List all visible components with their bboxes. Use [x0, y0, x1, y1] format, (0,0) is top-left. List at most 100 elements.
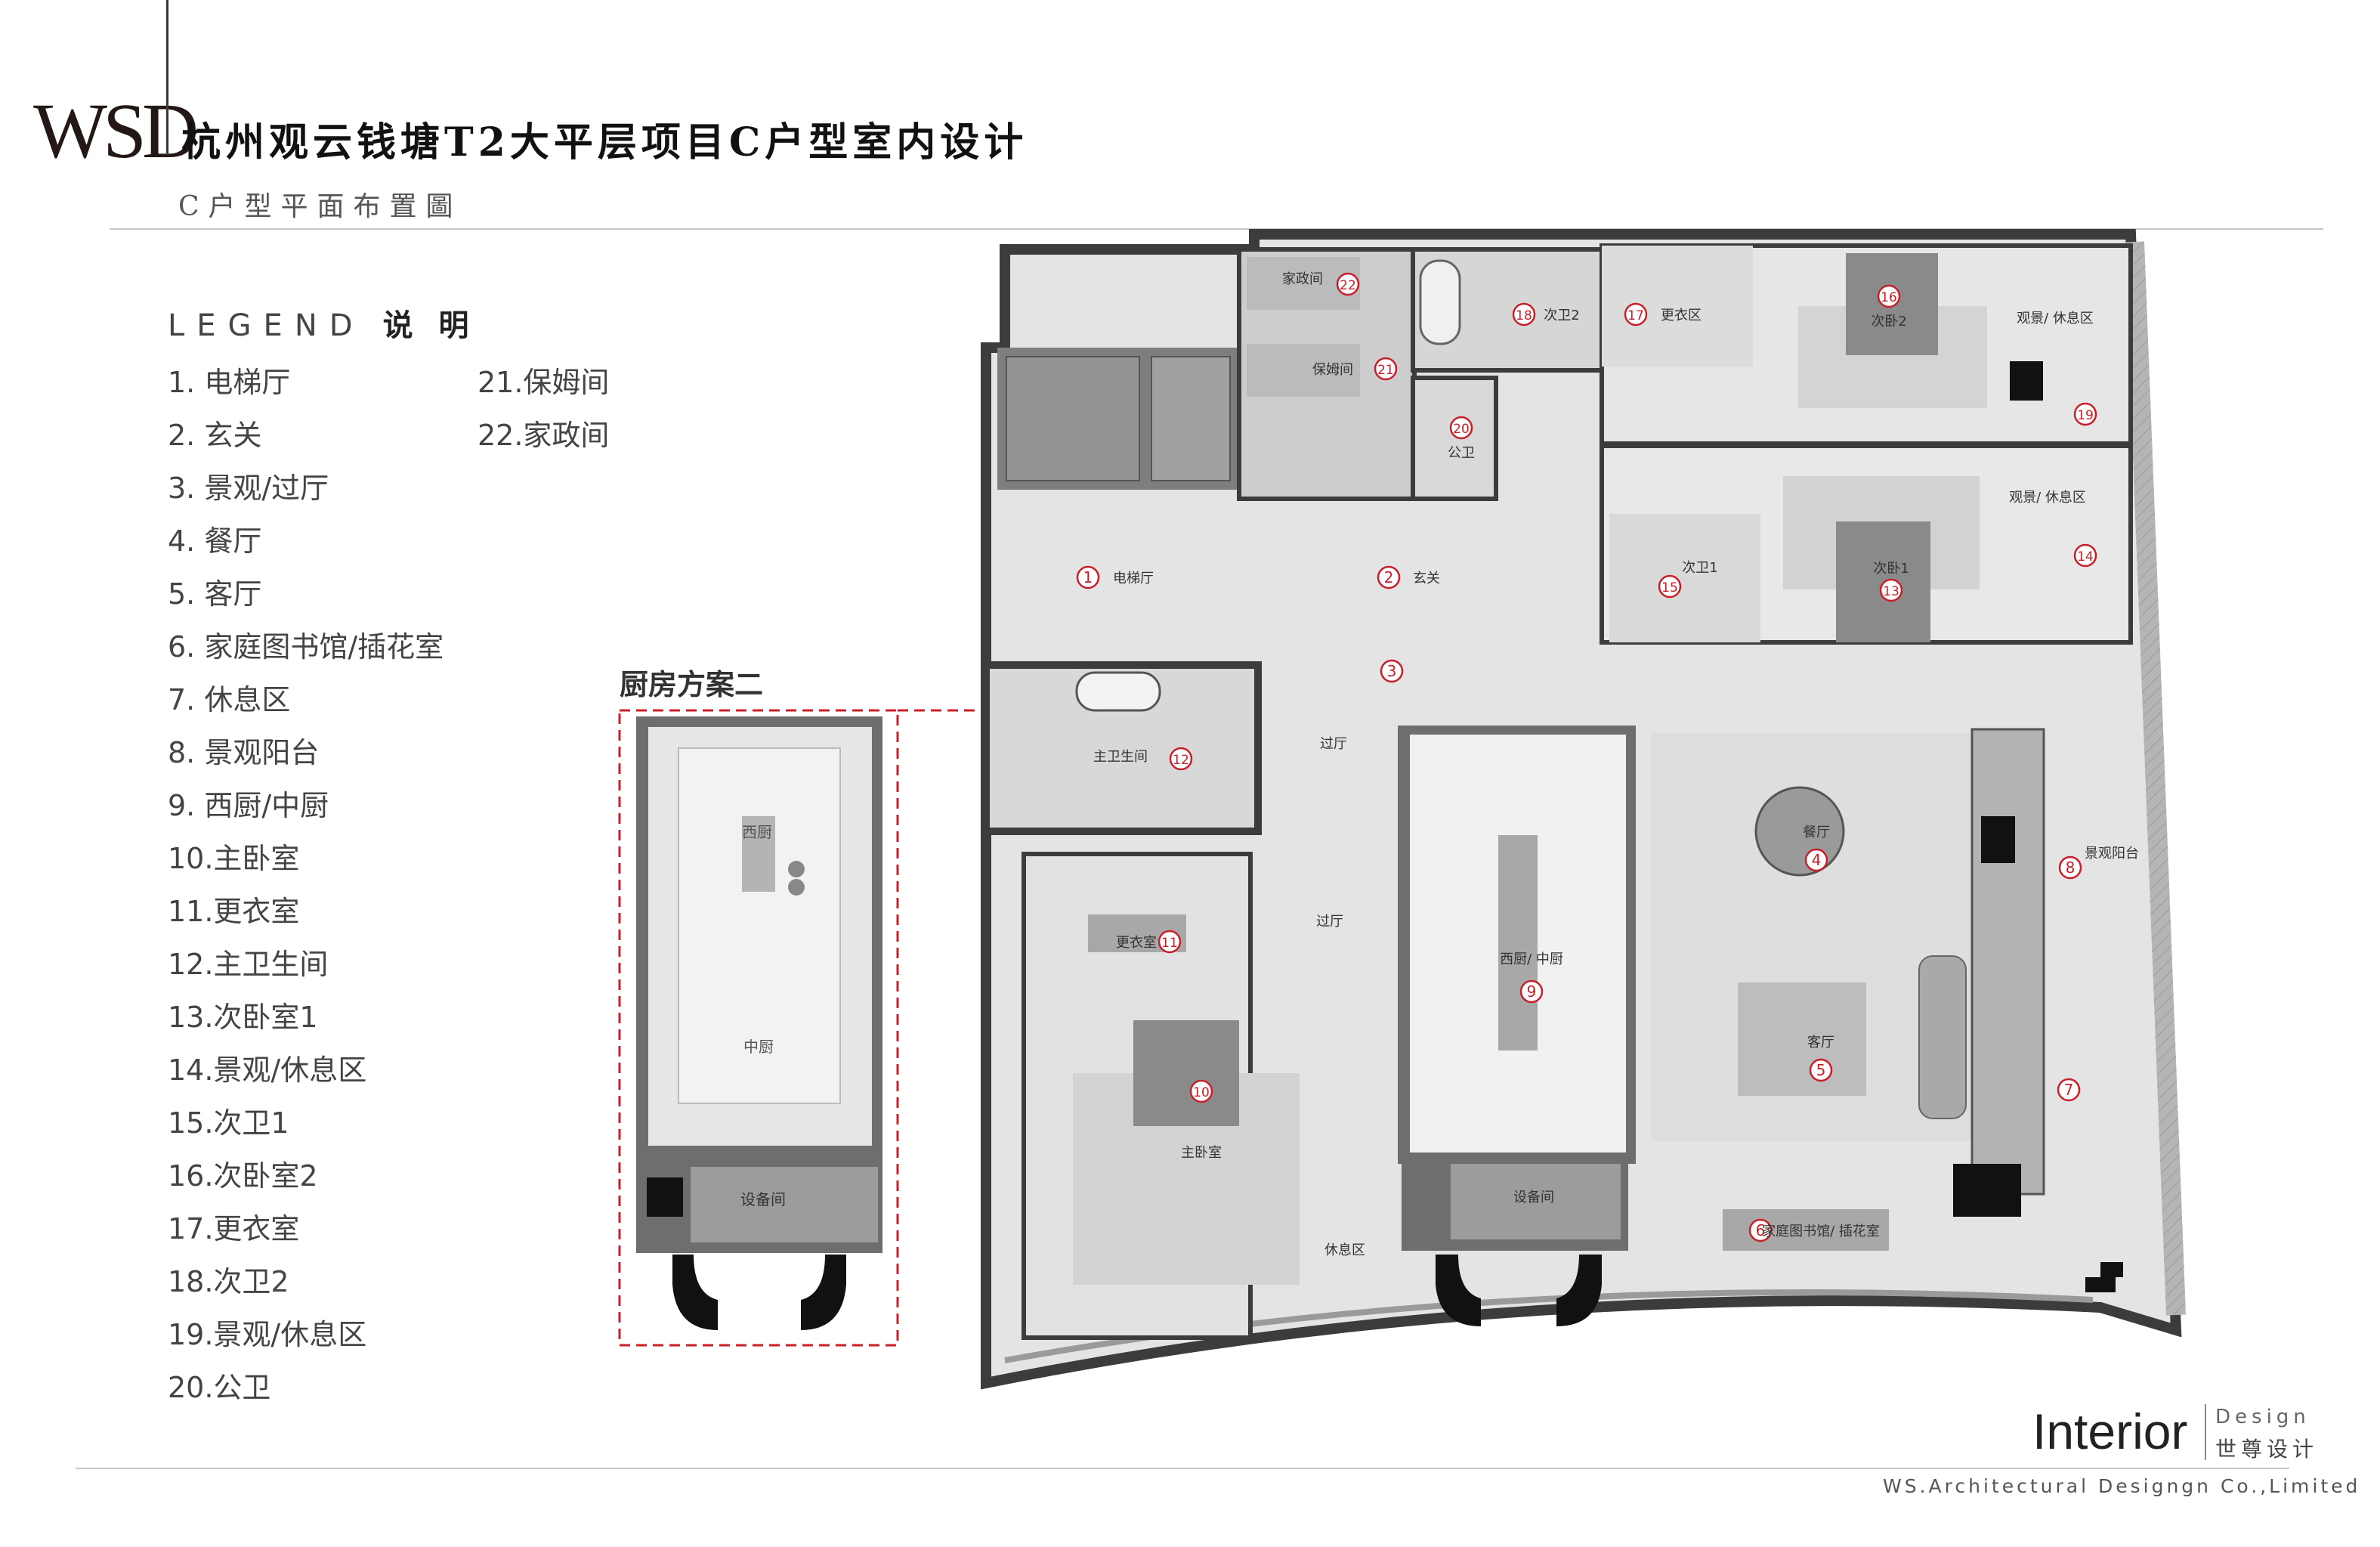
legend-heading: LEGEND 说 明 [168, 301, 477, 345]
room-number: 3 [1387, 662, 1397, 680]
legend-item: 1. 电梯厅 [168, 366, 291, 399]
kitchen-option-middle-label: 中厨 [743, 1038, 774, 1056]
kitchen-island [1498, 835, 1538, 1050]
room-number: 21 [1377, 363, 1394, 378]
brand-name: Interior [2032, 1403, 2188, 1459]
column-block [2010, 361, 2043, 401]
sofa [1918, 955, 1967, 1119]
kitchen-option-stool [788, 879, 805, 896]
column-block [1981, 816, 2015, 863]
corner-column [2085, 1262, 2123, 1292]
room-name: 观景/ 休息区 [2017, 311, 2094, 326]
legend-item: 11.更衣室 [168, 895, 300, 928]
room-number: 5 [1816, 1061, 1826, 1079]
room-number-marker [1076, 565, 1100, 589]
plan-label: 设备间 [1513, 1190, 1554, 1205]
east-facade-hatch [2125, 241, 2186, 1316]
plan-label: 休息区 [1324, 1242, 1365, 1258]
living-rug-table [1738, 982, 1866, 1096]
room-name: 观景/ 休息区 [2009, 490, 2086, 506]
room-number: 20 [1453, 422, 1470, 437]
page-subtitle: C户型平面布置圖 [178, 191, 462, 222]
kitchen-option-stool [788, 861, 805, 877]
room-name: 客厅 [1807, 1035, 1834, 1050]
company-name: WS.Architectural Designgn Co.,Limited [1883, 1475, 2361, 1497]
room-number: 9 [1527, 982, 1537, 1001]
room-number-marker [1512, 302, 1536, 326]
design-label-cn: 世尊设计 [2215, 1437, 2319, 1462]
kitchen-option-column [801, 1255, 846, 1330]
room-number-marker [1374, 357, 1398, 381]
kitchen-option-island [742, 816, 775, 892]
room-name: 次卫1 [1682, 560, 1717, 576]
room-number: 16 [1881, 290, 1897, 305]
legend-item: 5. 客厅 [168, 577, 262, 611]
legend-item: 20.公卫 [168, 1371, 271, 1404]
master-bed [1133, 1020, 1239, 1126]
legend-item: 21.保姆间 [478, 366, 610, 399]
room-number-marker [1380, 659, 1404, 683]
kitchen-option-label: 厨房方案二 [620, 668, 764, 701]
legend-title: LEGEND [168, 308, 365, 343]
bath-20 [1411, 376, 1498, 501]
room-number-marker [1748, 1218, 1773, 1242]
legend-item: 6. 家庭图书馆/插花室 [168, 630, 444, 664]
page-title: 杭州观云钱塘T2大平层项目C户型室内设计 [181, 119, 1028, 166]
dining-table [1754, 786, 1845, 877]
room-number: 4 [1812, 851, 1822, 869]
room-name: 更衣区 [1661, 308, 1702, 323]
room-number: 18 [1516, 308, 1532, 323]
room-number-marker [1877, 284, 1901, 308]
maid-room [1247, 344, 1360, 397]
room-number: 22 [1340, 278, 1356, 293]
room-name: 西厨/ 中厨 [1500, 951, 1563, 967]
room-number-marker [1377, 565, 1401, 589]
legend-item: 7. 休息区 [168, 683, 291, 716]
elevator-shaft [1006, 356, 1140, 481]
room-number-marker [1624, 302, 1648, 326]
room-number-marker [1189, 1079, 1213, 1103]
room-name: 公卫 [1448, 445, 1475, 461]
legend-item: 14.景观/休息区 [168, 1054, 367, 1087]
legend-item: 16.次卧室2 [168, 1159, 318, 1193]
kitchen-option-dashed-frame [618, 709, 899, 1347]
room-number-marker [2073, 543, 2097, 568]
kitchen-option-column [672, 1255, 718, 1330]
room-number: 13 [1883, 584, 1899, 599]
kitchen-option-equipment-label: 设备间 [740, 1190, 786, 1208]
room-number-marker [1879, 578, 1903, 602]
room-number-marker [2058, 855, 2082, 880]
kitchen-option-plan: 西厨 中厨 设备间 [618, 709, 899, 1347]
room-number: 8 [2066, 859, 2076, 877]
legend-item: 12.主卫生间 [168, 948, 329, 981]
column-block [1953, 1164, 2021, 1217]
kitchen-option-counter-zone [678, 747, 841, 1104]
room-number: 2 [1384, 568, 1394, 586]
column [1436, 1255, 1481, 1326]
room-number-marker [1158, 930, 1182, 954]
room-number-marker [1658, 574, 1682, 599]
room-name: 更衣室 [1116, 935, 1157, 951]
room-name: 电梯厅 [1113, 571, 1154, 586]
room-number-marker [2057, 1078, 2081, 1102]
stair-shaft [1151, 356, 1231, 481]
room-name: 次卧2 [1871, 314, 1906, 330]
room-number: 19 [2077, 408, 2094, 423]
room-number: 7 [2064, 1081, 2074, 1099]
equipment-room [1451, 1164, 1621, 1239]
room-name: 主卫生间 [1093, 749, 1148, 765]
bottom-rule [76, 1468, 2289, 1469]
legend-item: 17.更衣室 [168, 1212, 300, 1245]
room-number: 1 [1083, 568, 1093, 586]
header-divider [166, 0, 168, 155]
master-bathtub-icon [1075, 671, 1161, 712]
legend-item: 9. 西厨/中厨 [168, 789, 329, 822]
room-number: 10 [1193, 1085, 1210, 1100]
kitchen-option-west-label: 西厨 [742, 823, 772, 841]
plan-label: 过厅 [1316, 914, 1343, 930]
room-number-marker [1809, 1058, 1833, 1082]
legend-title-cn: 说 明 [382, 308, 477, 343]
legend-item: 13.次卧室1 [168, 1001, 318, 1034]
kitchen-option-shaft [647, 1177, 683, 1217]
